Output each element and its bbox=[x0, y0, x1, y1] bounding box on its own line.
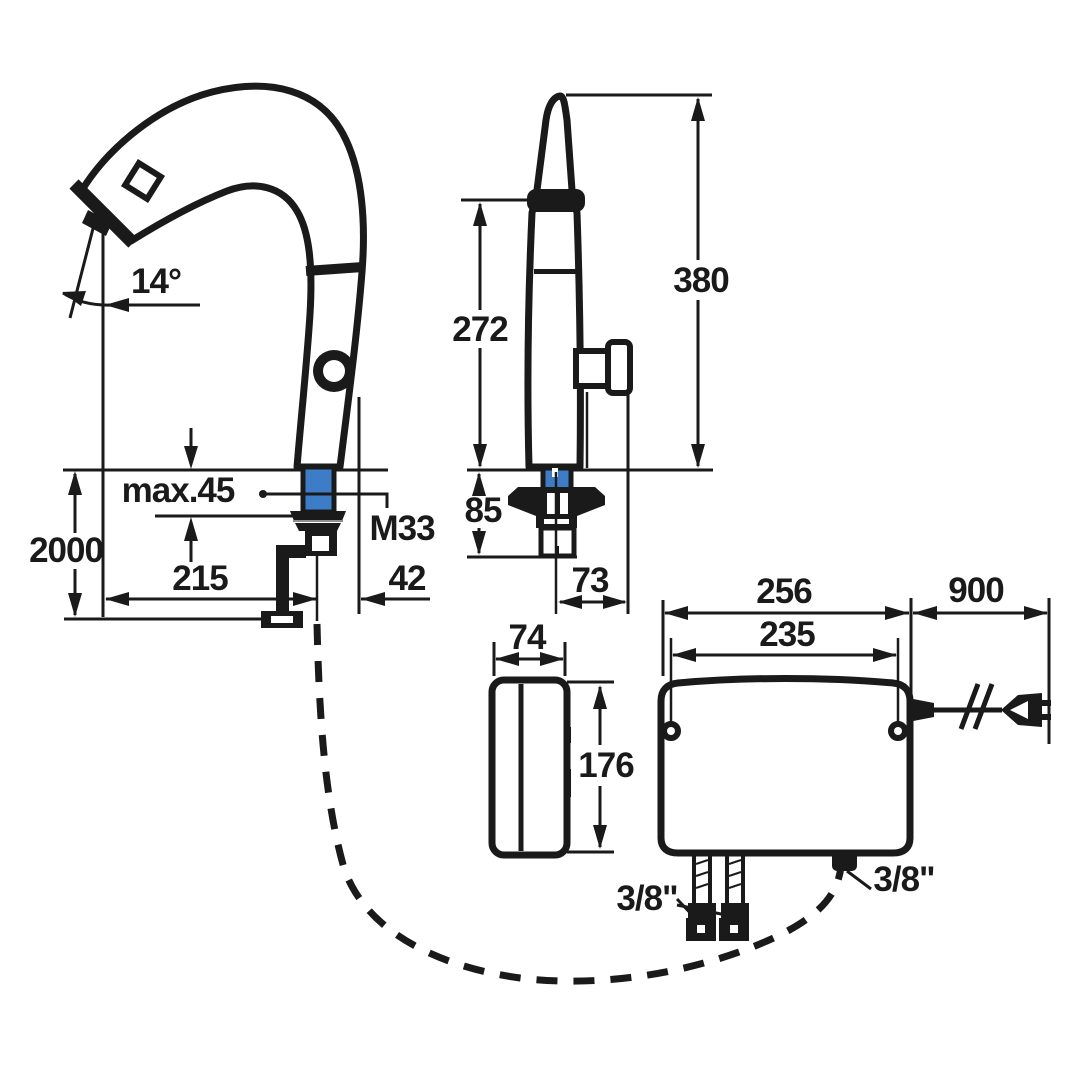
dim-box-depth-74 bbox=[492, 642, 567, 676]
dim-box-width-256 bbox=[661, 598, 913, 694]
dim-thread-m33 bbox=[259, 490, 389, 508]
label-thread-m33: M33 bbox=[369, 509, 435, 548]
lever-knob bbox=[605, 339, 633, 396]
connection-cable-dashed bbox=[313, 623, 845, 985]
leader-outlet-fitting bbox=[846, 869, 872, 891]
label-depth-74: 74 bbox=[509, 618, 547, 657]
cable-break-mark-2 bbox=[972, 683, 995, 730]
dim-max-deck bbox=[155, 428, 315, 562]
label-under-85: 85 bbox=[465, 491, 502, 530]
dim-box-height-176 bbox=[567, 680, 614, 854]
label-reach-215: 215 bbox=[172, 559, 228, 598]
joint-line-front bbox=[534, 269, 578, 274]
dimension-labels: 14° max.45 2000 215 42 M33 272 380 85 73… bbox=[29, 261, 1005, 918]
dim-holes-235 bbox=[669, 638, 900, 723]
label-width-256: 256 bbox=[756, 572, 812, 611]
outlet-ring-band bbox=[527, 189, 585, 212]
dim-outlet-272 bbox=[461, 198, 536, 468]
label-cable-900: 900 bbox=[948, 571, 1004, 610]
spout-joint-band bbox=[305, 261, 364, 276]
dim-under-85 bbox=[467, 472, 577, 559]
leader-connections bbox=[675, 869, 872, 921]
label-conn-left: 3/8" bbox=[616, 879, 677, 918]
leader-hose-right bbox=[676, 903, 727, 917]
thread-leader bbox=[262, 492, 389, 508]
label-rear-42: 42 bbox=[389, 559, 426, 598]
label-holes-235: 235 bbox=[759, 615, 815, 654]
label-conn-right: 3/8" bbox=[873, 860, 934, 899]
plug-prong-bottom bbox=[1042, 714, 1051, 720]
leader-hose-left bbox=[675, 897, 698, 921]
cable-break-mark-1 bbox=[958, 683, 981, 730]
cable-grommet bbox=[908, 698, 934, 722]
dim-height-380 bbox=[566, 93, 712, 468]
box-clip-lower bbox=[565, 769, 571, 797]
dim-rear-42 bbox=[357, 397, 430, 614]
clamp-leg bbox=[276, 556, 289, 612]
label-spout-angle: 14° bbox=[131, 262, 181, 301]
faucet-side-view bbox=[69, 82, 367, 628]
dim-spout-angle bbox=[62, 212, 200, 617]
clamp-arm bbox=[276, 545, 306, 558]
clamp-foot-slot bbox=[271, 616, 293, 623]
label-outlet-272: 272 bbox=[452, 310, 508, 349]
hose-nut-right bbox=[721, 903, 749, 918]
label-side-73: 73 bbox=[572, 561, 609, 600]
box-clip-upper bbox=[565, 727, 571, 743]
control-box-front-view bbox=[657, 675, 1051, 941]
mounting-bracket-hole bbox=[312, 536, 329, 551]
mounting-hole-right bbox=[888, 721, 908, 741]
sensor-ring-center bbox=[323, 360, 345, 382]
sensor-window-icon bbox=[120, 158, 166, 204]
label-hose-2000: 2000 bbox=[29, 531, 103, 570]
plug-prong-top bbox=[1042, 700, 1051, 706]
faucet-cone-body bbox=[524, 92, 584, 471]
threaded-shank bbox=[538, 525, 577, 559]
dim-cable-900 bbox=[913, 598, 1051, 744]
mounting-hole-left bbox=[661, 721, 681, 741]
base-flange-lower bbox=[295, 523, 341, 531]
box-front-outline bbox=[657, 675, 914, 857]
dim-side-73 bbox=[554, 392, 630, 614]
dim-hose-2000 bbox=[68, 471, 82, 617]
flange-slot-left bbox=[547, 493, 555, 514]
label-height-176: 176 bbox=[578, 746, 634, 785]
label-max-deck: max.45 bbox=[122, 471, 235, 510]
control-box-side-view bbox=[488, 676, 571, 859]
base-flange-upper bbox=[290, 511, 346, 521]
box-side-outline bbox=[488, 676, 571, 859]
outlet-fitting bbox=[832, 850, 857, 871]
flange-slot-right bbox=[560, 493, 568, 514]
plug-inner bbox=[1010, 701, 1028, 719]
shank-side bbox=[300, 464, 337, 515]
label-height-380: 380 bbox=[673, 261, 729, 300]
supply-hoses bbox=[686, 853, 749, 941]
spout-body bbox=[78, 82, 367, 471]
faucet-front-view bbox=[508, 92, 633, 559]
dim-reach-215 bbox=[105, 592, 317, 606]
